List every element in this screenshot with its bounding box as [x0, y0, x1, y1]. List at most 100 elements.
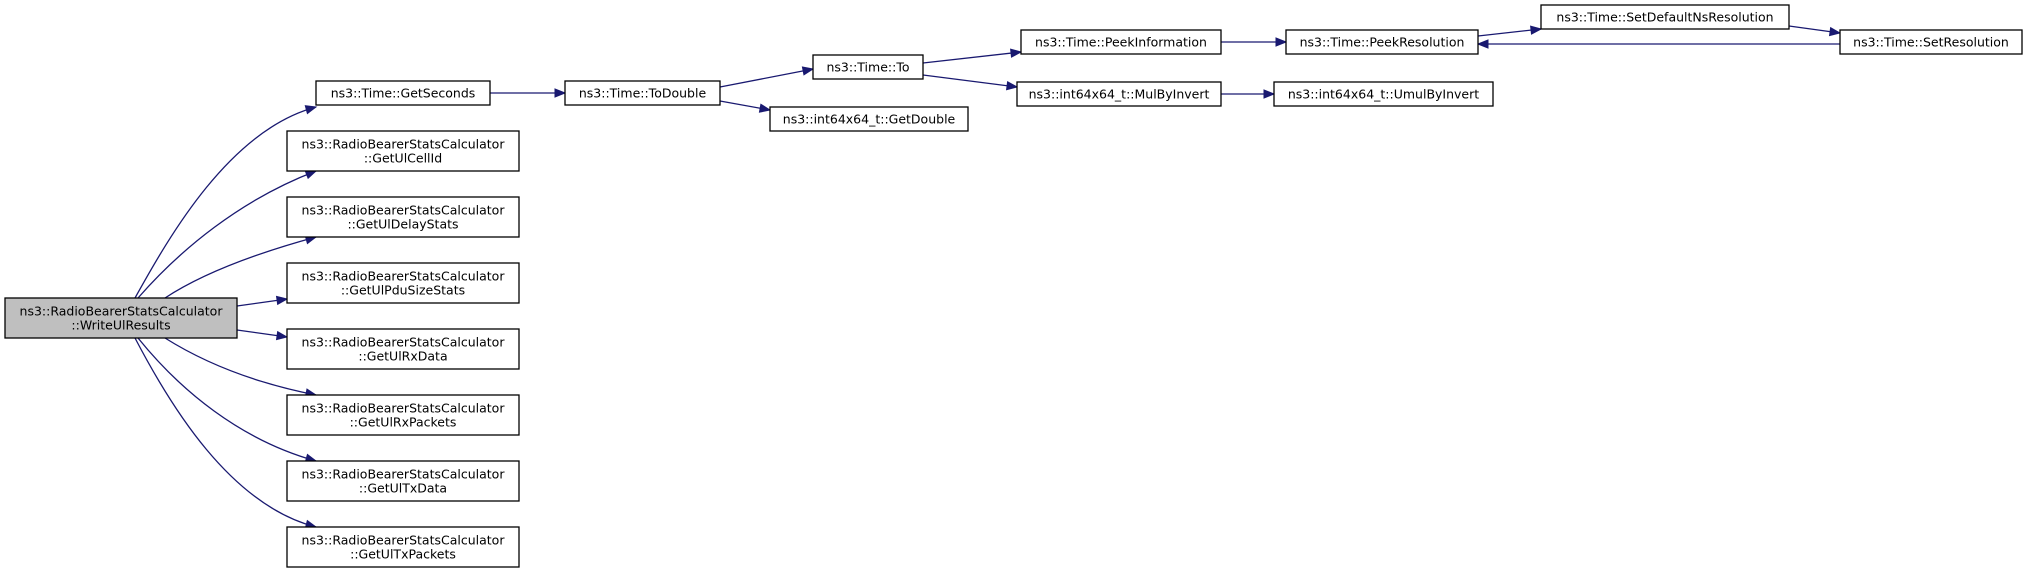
- node-label: ns3::RadioBearerStatsCalculator: [302, 335, 506, 350]
- edge-setdefaultnsresolution-to-setresolution: [1788, 25, 1842, 37]
- node-label: ::GetUlDelayStats: [347, 217, 458, 232]
- node-setdefaultnsresolution[interactable]: ns3::Time::SetDefaultNsResolution: [1540, 4, 1790, 30]
- edge-line: [164, 236, 317, 299]
- node-label: ns3::Time::SetResolution: [1853, 35, 2009, 50]
- node-getseconds[interactable]: ns3::Time::GetSeconds: [315, 80, 491, 106]
- edge-peekresolution-to-setdefaultnsresolution: [1477, 25, 1543, 37]
- node-box[interactable]: [1020, 29, 1222, 55]
- edge-arrowhead: [1275, 37, 1288, 47]
- node-label: ::WriteUlResults: [71, 318, 170, 333]
- edge-todouble-to-to: [719, 66, 815, 88]
- edge-arrowhead: [275, 295, 289, 306]
- node-box[interactable]: [286, 196, 520, 238]
- node-label: ns3::RadioBearerStatsCalculator: [302, 401, 506, 416]
- node-peekresolution[interactable]: ns3::Time::PeekResolution: [1285, 29, 1479, 55]
- node-getulpdusizestats[interactable]: ns3::RadioBearerStatsCalculator::GetUlPd…: [286, 262, 520, 304]
- edge-line: [922, 51, 1022, 64]
- node-label: ns3::int64x64_t::GetDouble: [783, 112, 956, 127]
- node-getulcellid[interactable]: ns3::RadioBearerStatsCalculator::GetUlCe…: [286, 130, 520, 172]
- node-label: ns3::int64x64_t::UmulByInvert: [1288, 87, 1479, 102]
- node-getulrxpackets[interactable]: ns3::RadioBearerStatsCalculator::GetUlRx…: [286, 394, 520, 436]
- edge-arrowhead: [758, 103, 772, 113]
- node-getultxpackets[interactable]: ns3::RadioBearerStatsCalculator::GetUlTx…: [286, 526, 520, 568]
- node-box[interactable]: [286, 130, 520, 172]
- node-box[interactable]: [286, 394, 520, 436]
- edge-line: [137, 170, 317, 299]
- edge-arrowhead: [304, 170, 318, 180]
- node-label: ::GetUlTxPackets: [350, 547, 456, 562]
- node-box[interactable]: [1285, 29, 1479, 55]
- node-getdouble[interactable]: ns3::int64x64_t::GetDouble: [769, 106, 969, 132]
- node-box[interactable]: [1839, 29, 2023, 55]
- node-box[interactable]: [564, 80, 721, 106]
- edge-arrowhead: [304, 105, 318, 115]
- node-label: ::GetUlCellId: [364, 151, 442, 166]
- edges-layer: [134, 25, 1842, 529]
- edge-arrowhead: [1010, 48, 1023, 58]
- edge-arrowhead: [1005, 80, 1019, 91]
- node-to[interactable]: ns3::Time::To: [812, 54, 924, 80]
- node-setresolution[interactable]: ns3::Time::SetResolution: [1839, 29, 2023, 55]
- node-label: ns3::RadioBearerStatsCalculator: [302, 269, 506, 284]
- node-box[interactable]: [286, 526, 520, 568]
- node-label: ns3::RadioBearerStatsCalculator: [302, 467, 506, 482]
- node-writeul[interactable]: ns3::RadioBearerStatsCalculator::WriteUl…: [4, 297, 238, 339]
- node-label: ::GetUlRxData: [358, 349, 447, 364]
- edge-arrowhead: [801, 66, 815, 76]
- edge-arrowhead: [275, 330, 289, 341]
- node-box[interactable]: [286, 262, 520, 304]
- edge-to-to-mulbyinvert: [922, 74, 1019, 91]
- edge-setresolution-to-peekresolution: [1476, 39, 1840, 49]
- node-getulrxdata[interactable]: ns3::RadioBearerStatsCalculator::GetUlRx…: [286, 328, 520, 370]
- node-label: ::GetUlRxPackets: [350, 415, 457, 430]
- edge-line: [164, 337, 317, 396]
- edge-line: [719, 68, 814, 88]
- node-box[interactable]: [1016, 81, 1222, 107]
- node-label: ns3::Time::SetDefaultNsResolution: [1556, 10, 1773, 25]
- node-label: ns3::Time::GetSeconds: [331, 86, 476, 101]
- node-box[interactable]: [286, 460, 520, 502]
- edge-arrowhead: [1530, 25, 1543, 35]
- edge-mulbyinvert-to-umulbyinvert: [1221, 89, 1276, 99]
- edge-writeul-to-getulrxdata: [236, 329, 289, 341]
- node-label: ns3::RadioBearerStatsCalculator: [302, 203, 506, 218]
- node-label: ns3::Time::ToDouble: [579, 86, 707, 101]
- edge-getseconds-to-todouble: [490, 88, 567, 98]
- node-box[interactable]: [812, 54, 924, 80]
- edge-arrowhead: [1828, 26, 1842, 37]
- node-label: ns3::Time::PeekResolution: [1300, 35, 1465, 50]
- node-umulbyinvert[interactable]: ns3::int64x64_t::UmulByInvert: [1273, 81, 1494, 107]
- edge-to-to-peekinformation: [922, 48, 1023, 64]
- edge-arrowhead: [554, 88, 567, 98]
- edge-peekinformation-to-peekresolution: [1221, 37, 1288, 47]
- node-getultxdata[interactable]: ns3::RadioBearerStatsCalculator::GetUlTx…: [286, 460, 520, 502]
- nodes-layer: ns3::RadioBearerStatsCalculator::WriteUl…: [4, 4, 2023, 568]
- node-mulbyinvert[interactable]: ns3::int64x64_t::MulByInvert: [1016, 81, 1222, 107]
- node-getuldelaystats[interactable]: ns3::RadioBearerStatsCalculator::GetUlDe…: [286, 196, 520, 238]
- node-box[interactable]: [1540, 4, 1790, 30]
- edge-writeul-to-getulpdusizestats: [236, 295, 289, 307]
- edge-line: [1477, 28, 1542, 37]
- edge-arrowhead: [1476, 39, 1489, 49]
- node-box[interactable]: [1273, 81, 1494, 107]
- edge-arrowhead: [1263, 89, 1276, 99]
- node-peekinformation[interactable]: ns3::Time::PeekInformation: [1020, 29, 1222, 55]
- node-label: ns3::Time::To: [827, 60, 910, 75]
- node-todouble[interactable]: ns3::Time::ToDouble: [564, 80, 721, 106]
- edge-writeul-to-getulcellid: [137, 170, 318, 299]
- node-label: ::GetUlPduSizeStats: [341, 283, 465, 298]
- node-label: ns3::RadioBearerStatsCalculator: [302, 137, 506, 152]
- node-label: ns3::int64x64_t::MulByInvert: [1029, 87, 1210, 102]
- node-label: ns3::Time::PeekInformation: [1035, 35, 1207, 50]
- edge-todouble-to-getdouble: [719, 100, 772, 113]
- node-box[interactable]: [769, 106, 969, 132]
- node-box[interactable]: [286, 328, 520, 370]
- node-box[interactable]: [315, 80, 491, 106]
- edge-line: [137, 337, 317, 462]
- edge-line: [134, 106, 317, 299]
- node-label: ns3::RadioBearerStatsCalculator: [20, 304, 224, 319]
- edge-line: [922, 74, 1018, 88]
- node-label: ::GetUlTxData: [359, 481, 447, 496]
- node-box[interactable]: [4, 297, 238, 339]
